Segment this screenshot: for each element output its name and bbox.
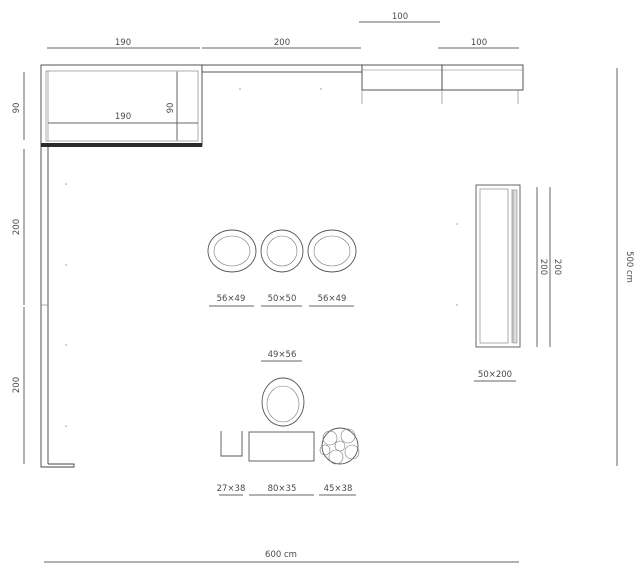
dim-item-a: 27×38 — [217, 484, 246, 494]
reference-dots — [65, 88, 458, 427]
chair-middle — [260, 229, 304, 273]
dim-item-c: 45×38 — [324, 484, 353, 494]
dim-left-mid: 200 — [12, 219, 22, 235]
dim-wardrobe-h2: 200 — [552, 259, 562, 275]
dim-bottom-total: 600 cm — [265, 550, 297, 560]
small-items — [220, 427, 360, 465]
dim-item-b: 80×35 — [268, 484, 297, 494]
left-wall-foot — [41, 463, 75, 468]
dimension-labels: 190 200 100 100 190 90 90 200 200 500 cm… — [12, 12, 634, 560]
top-middle-shelf — [201, 64, 363, 73]
dim-top-left-width: 190 — [115, 38, 131, 48]
dim-wardrobe-h1: 200 — [538, 259, 548, 275]
dim-top-mid-width: 200 — [274, 38, 290, 48]
top-right-shelf-1 — [361, 64, 443, 91]
dim-inner-height: 90 — [166, 103, 176, 114]
chair-right — [307, 229, 357, 273]
dim-inner-width: 190 — [115, 112, 131, 122]
wall-structure — [40, 64, 524, 468]
dim-right-total: 500 cm — [624, 251, 634, 283]
top-right-shelf-2 — [441, 64, 524, 91]
dim-chair-mid: 50×50 — [268, 294, 297, 304]
wardrobe-body — [475, 184, 521, 348]
dim-left-bottom: 200 — [12, 377, 22, 393]
chair-lower — [261, 377, 305, 427]
dimension-lines — [23, 21, 618, 563]
chair-group — [207, 229, 357, 427]
wardrobe — [475, 184, 521, 348]
dim-top-right-upper: 100 — [392, 12, 408, 22]
wardrobe-inner — [479, 188, 509, 344]
item-b-shape — [248, 431, 315, 462]
item-a-shape — [220, 431, 243, 457]
dim-chair-right: 56×49 — [318, 294, 347, 304]
wardrobe-handle — [512, 189, 518, 344]
dim-chair-lower: 49×56 — [268, 350, 297, 360]
plant-icon — [319, 427, 360, 465]
top-left-cabinet — [40, 64, 203, 147]
dim-left-top: 90 — [12, 103, 22, 114]
dim-top-right-lower: 100 — [471, 38, 487, 48]
dim-wardrobe-size: 50×200 — [478, 370, 512, 380]
dim-chair-left: 56×49 — [217, 294, 246, 304]
top-left-cabinet-base — [41, 143, 202, 147]
top-left-cabinet-inner — [45, 70, 199, 142]
chair-left — [207, 229, 257, 273]
